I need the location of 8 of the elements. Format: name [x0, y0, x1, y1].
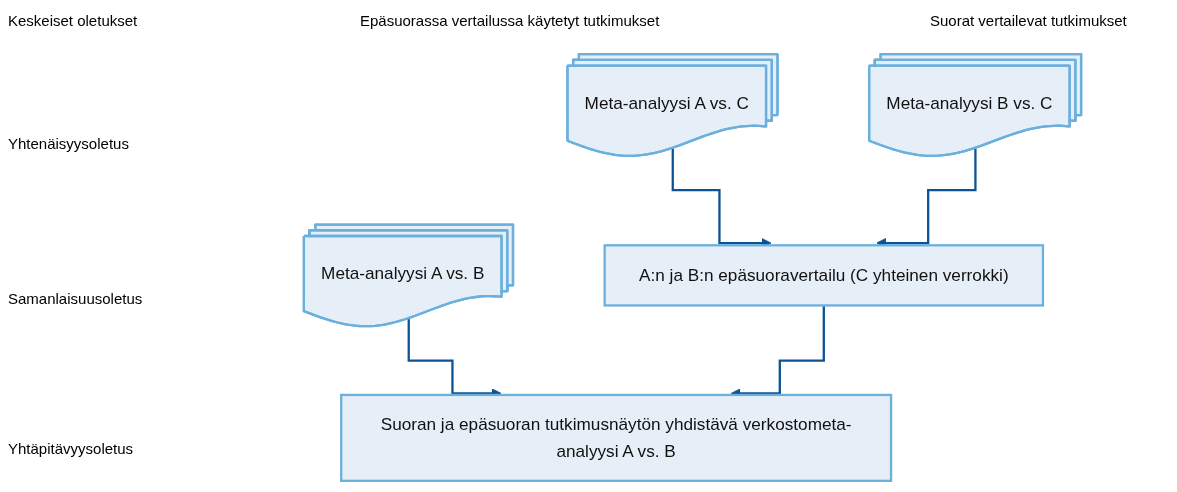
node-box: A:n ja B:n epäsuoravertailu (C yhteinen verrokki) [603, 244, 1045, 307]
row-label: Samanlaisuusoletus [8, 290, 143, 307]
row-label: Yhtenäisyysoletus [8, 135, 129, 152]
row-label: Yhtäpitävyysoletus [8, 440, 134, 457]
column-header: Keskeiset oletukset [8, 12, 138, 29]
node-box: Suoran ja epäsuoran tutkimusnäytön yhdistävä verkostometa-analyysi A vs. B [340, 393, 893, 482]
column-header: Suorat vertailevat tutkimukset [930, 12, 1127, 29]
column-header: Epäsuorassa vertailussa käytetyt tutkimukset [360, 12, 660, 29]
